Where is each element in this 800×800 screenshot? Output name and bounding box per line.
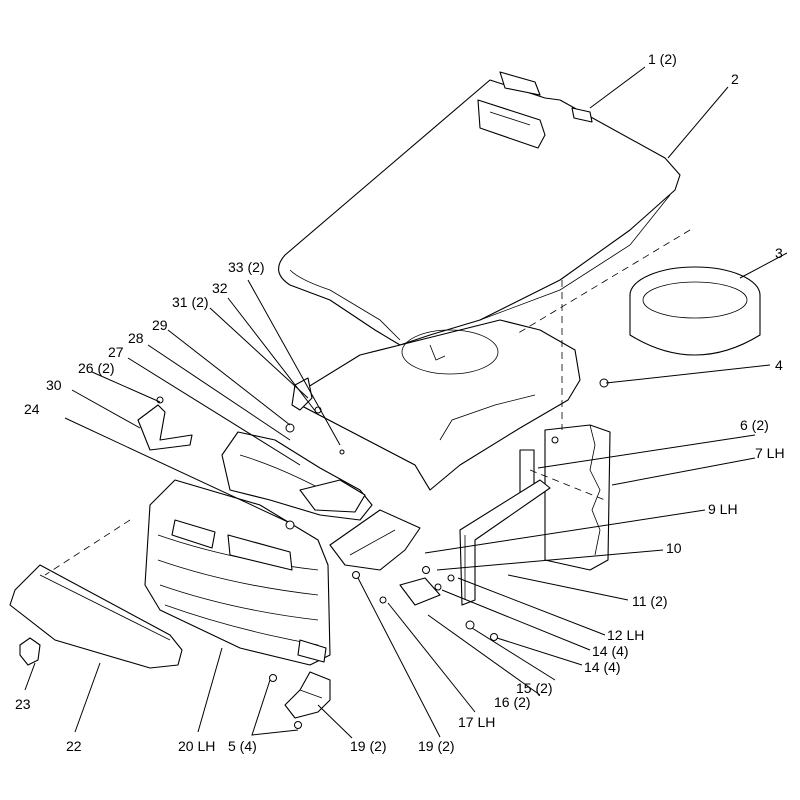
emblem-part [19,637,41,666]
callout-29: 28 [128,330,144,346]
bracket-part [329,509,441,606]
callout-27: 26 (2) [78,360,115,376]
grille-part [144,479,331,666]
callout-33: 33 (2) [228,259,265,275]
callout-labels: 1 (2) 2 3 4 5 (4) 6 (2) 7 LH 9 LH 10 11 … [15,51,785,754]
callout-31: 31 (2) [172,294,209,310]
callout-19b: 19 (2) [418,738,455,754]
callout-32: 32 [212,280,228,296]
callout-10: 30 [46,377,62,393]
inner-shroud-parts [221,431,373,521]
lower-frame-part [459,479,551,606]
callout-30: 29 [152,317,168,333]
callout-5: 5 (4) [228,738,257,754]
callout-19a: 17 LH [458,714,495,730]
ring-part [629,266,761,356]
callout-12: 11 (2) [632,593,668,609]
callout-24: 23 [15,696,31,712]
callout-4: 4 [775,357,783,373]
hood-support-panel [294,319,581,491]
callout-3: 3 [775,245,783,261]
callout-9: 9 LH [708,501,738,517]
hardware-parts [156,378,609,729]
callout-6: 6 (2) [740,417,769,433]
lower-bracket-part [284,671,331,719]
callout-14b: 14 (4) [592,643,629,659]
callout-1: 1 (2) [648,51,677,67]
callout-15: 14 (4) [584,659,621,675]
callout-28: 27 [108,344,124,360]
bumper-part [9,564,183,669]
callout-14a: 12 LH [607,627,644,643]
callout-11: 10 [666,540,682,556]
callout-22: 20 LH [178,738,215,754]
small-bracket-parts [137,377,313,451]
callout-2: 2 [731,71,739,87]
leader-lines [24,66,788,739]
callout-20: 19 (2) [350,738,387,754]
callout-16: 15 (2) [516,680,553,696]
callout-17: 16 (2) [494,694,531,710]
alignment-lines [44,229,691,576]
callout-7: 7 LH [755,445,785,461]
hood-part [278,71,681,346]
callout-23: 22 [66,738,82,754]
side-panel-part [519,424,611,571]
callout-26: 24 [24,401,40,417]
